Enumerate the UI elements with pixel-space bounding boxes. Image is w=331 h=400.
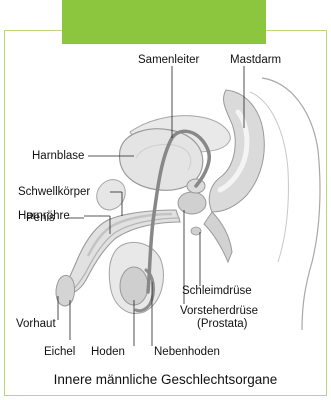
label-vorhaut: Vorhaut (16, 318, 56, 331)
label-schleimdruese: Schleimdrüse (182, 285, 252, 298)
rectum (209, 90, 264, 212)
label-nebenhoden: Nebenhoden (154, 346, 220, 359)
testicle (120, 267, 148, 305)
glans (56, 275, 75, 306)
label-eichel: Eichel (44, 346, 75, 359)
prostate (178, 192, 206, 214)
label-harnblase: Harnblase (32, 150, 84, 163)
rectum-lower (204, 212, 232, 262)
label-mastdarm: Mastdarm (230, 54, 281, 67)
figure-caption: Innere männliche Geschlechtsorgane (0, 372, 331, 387)
pubic-bone (97, 180, 125, 210)
label-schwellkoerper: Schwellkörper (18, 186, 90, 199)
bulbourethral-gland (191, 227, 201, 235)
body-back-outline (262, 78, 320, 330)
label-prostata: (Prostata) (197, 318, 248, 331)
label-penis: Penis (26, 212, 55, 225)
label-hoden: Hoden (91, 346, 125, 359)
label-samenleiter: Samenleiter (138, 54, 199, 67)
label-vorsteherdruese: Vorsteherdrüse (180, 305, 258, 318)
